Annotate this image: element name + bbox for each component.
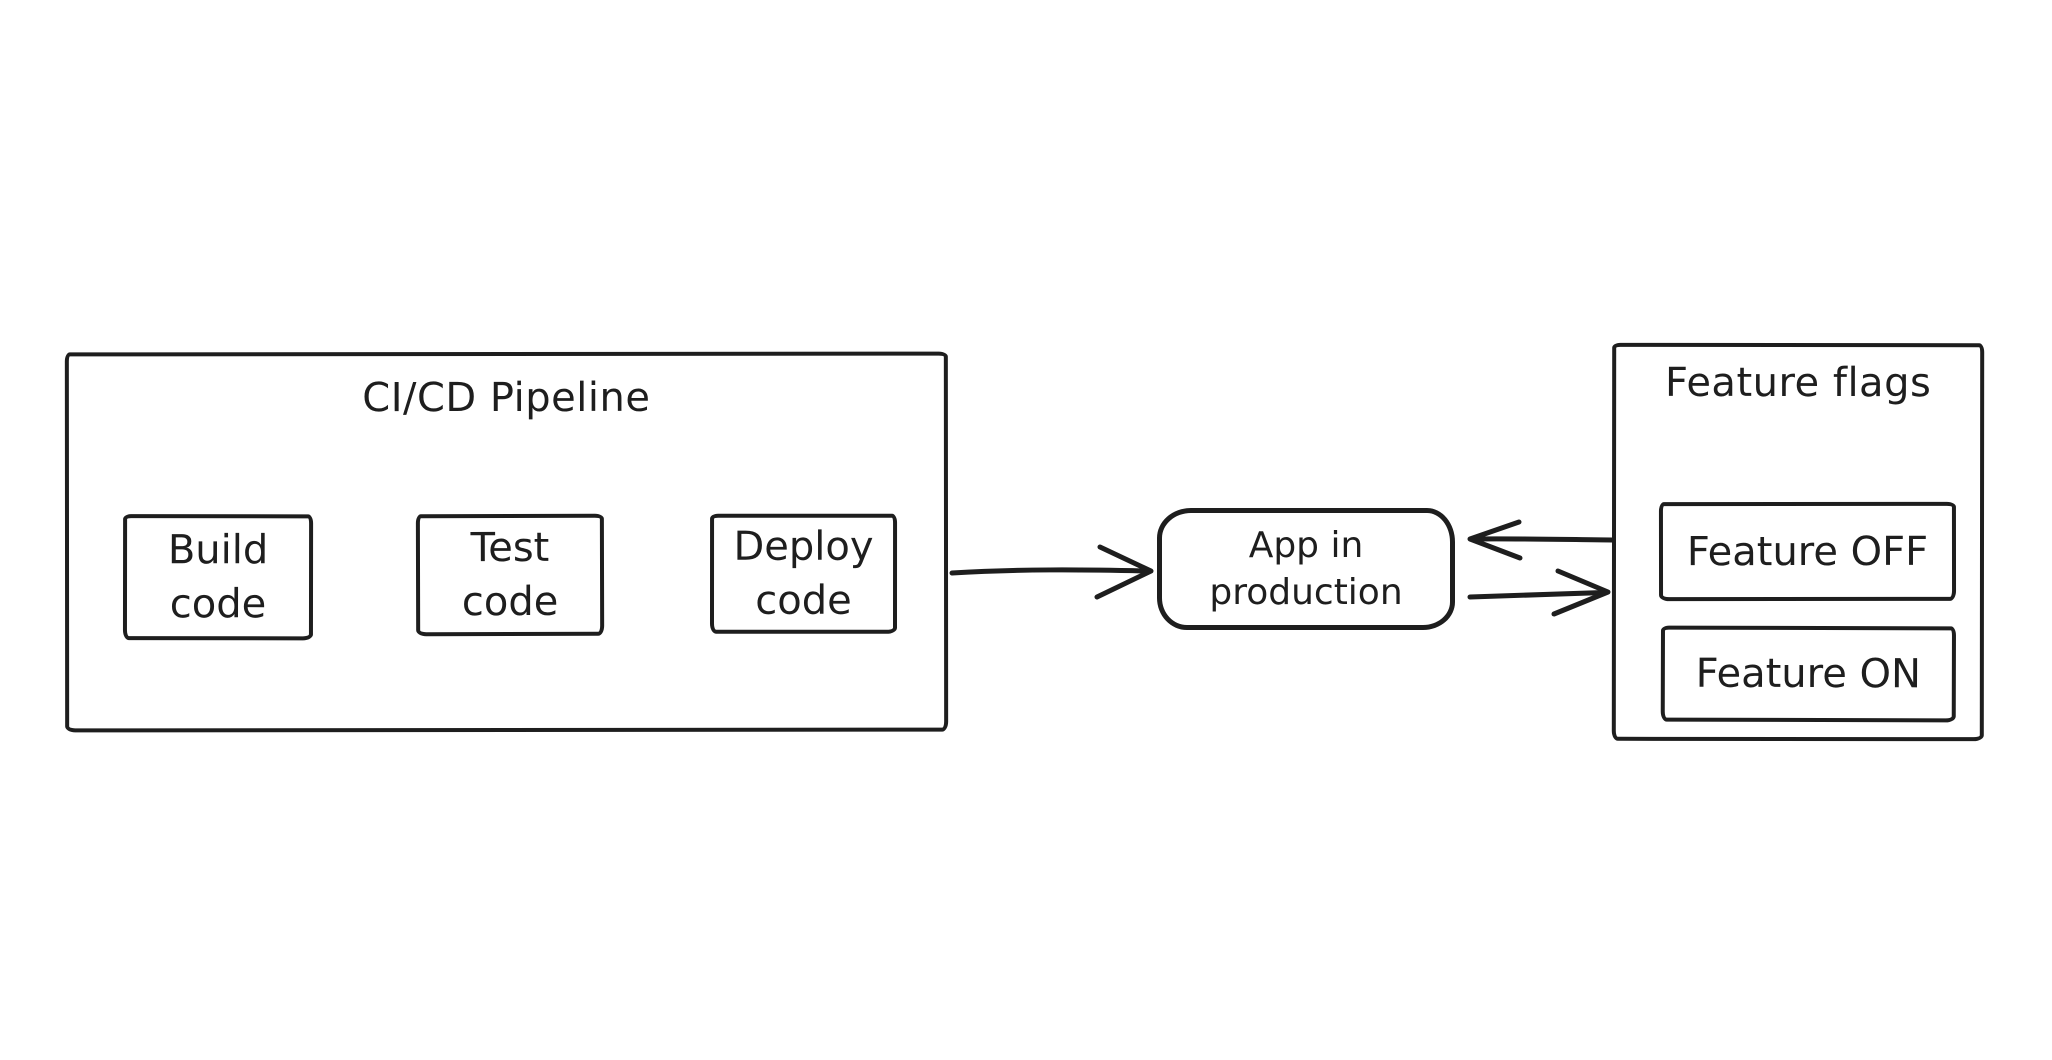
feature-off-label: Feature OFF: [1686, 528, 1929, 575]
cicd-pipeline-group-box: CI/CD Pipeline Build code Test code Depl…: [64, 351, 949, 733]
feature-flags-group-box: Feature flags Feature OFF Feature ON: [1611, 342, 1985, 742]
arrow-app-to-flags: [1467, 568, 1611, 617]
build-code-label: Build code: [167, 527, 269, 628]
feature-on-box: Feature ON: [1660, 625, 1956, 723]
arrow-pipeline-to-app: [949, 544, 1154, 600]
arrow-flags-to-app: [1467, 519, 1615, 561]
feature-off-box: Feature OFF: [1658, 501, 1957, 602]
build-code-box: Build code: [122, 514, 314, 641]
deploy-code-box: Deploy code: [709, 513, 898, 634]
app-in-production-label: App in production: [1209, 525, 1403, 613]
app-in-production-box: App in production: [1157, 508, 1455, 630]
cicd-pipeline-title: CI/CD Pipeline: [362, 374, 651, 422]
deploy-code-label: Deploy code: [733, 523, 874, 624]
test-code-box: Test code: [415, 513, 605, 637]
test-code-label: Test code: [461, 524, 559, 626]
feature-on-label: Feature ON: [1695, 650, 1922, 698]
feature-flags-title: Feature flags: [1664, 359, 1932, 407]
